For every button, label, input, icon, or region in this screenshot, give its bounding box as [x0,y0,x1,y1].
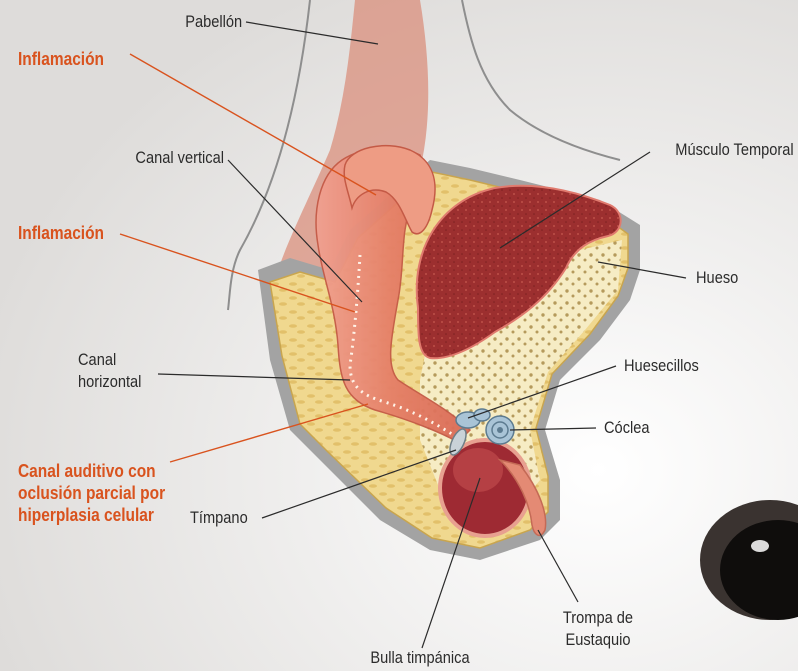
label-musculo-temporal: Músculo Temporal [676,140,794,159]
label-canal-vertical: Canal vertical [135,148,224,167]
label-canal-horizontal-line2: horizontal [78,372,141,391]
label-oclusion-line1: Canal auditivo con [18,462,156,481]
label-hueso: Hueso [696,268,738,287]
label-coclea: Cóclea [604,418,650,437]
label-huesecillos: Huesecillos [624,356,699,375]
label-inflamacion-1: Inflamación [18,50,104,69]
label-pabellon: Pabellón [185,12,242,31]
label-oclusion-line2: oclusión parcial por [18,484,165,503]
label-bulla: Bulla timpánica [351,648,489,667]
label-trompa-line2: Eustaquio [555,630,641,649]
label-trompa-line1: Trompa de [555,608,641,627]
cochlea [486,416,514,444]
label-oclusion-line3: hiperplasia celular [18,506,154,525]
label-inflamacion-2: Inflamación [18,224,104,243]
label-timpano: Tímpano [190,508,248,527]
label-canal-horizontal-line1: Canal [78,350,116,369]
